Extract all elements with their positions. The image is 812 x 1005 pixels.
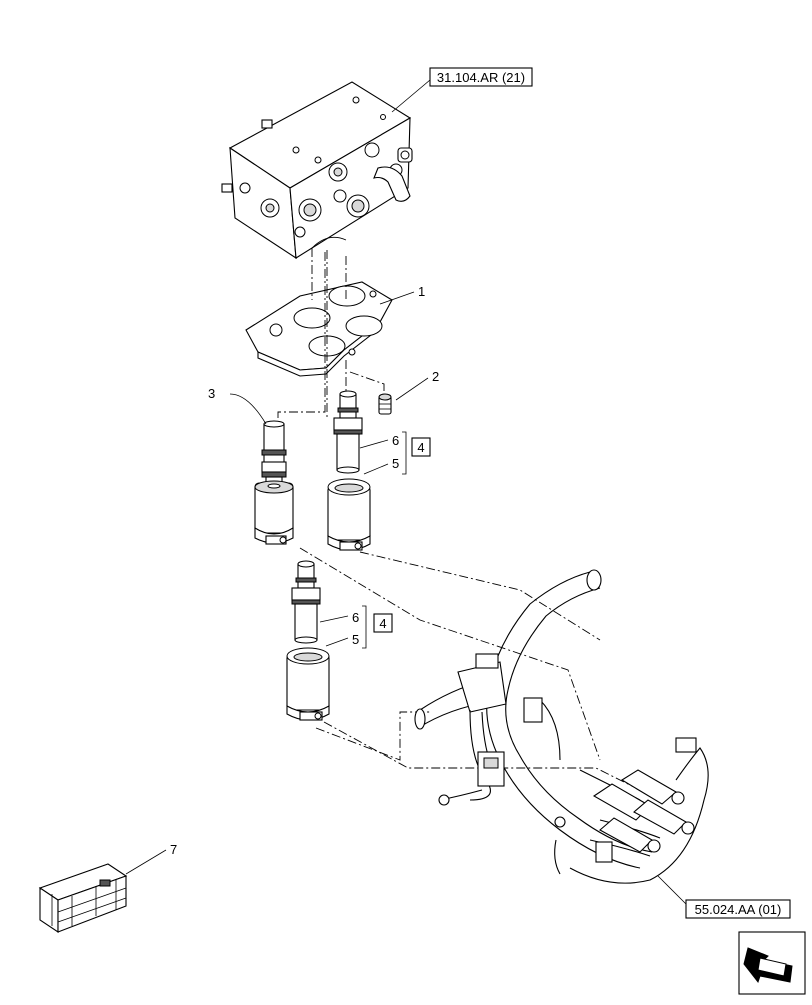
top-reference-label: 31.104.AR (21) <box>437 70 525 85</box>
callout-4-lower: 4 <box>379 616 386 631</box>
callout-7: 7 <box>170 842 177 857</box>
cartridge-6-upper <box>333 390 363 474</box>
callout-5-lower: 5 <box>352 632 359 647</box>
callout-6-lower: 6 <box>352 610 359 625</box>
coil-5-lower <box>286 647 330 721</box>
callout-1: 1 <box>418 284 425 299</box>
callout-3: 3 <box>208 386 215 401</box>
cartridge-6-lower <box>291 560 321 644</box>
coil-5-upper <box>327 478 371 551</box>
screw <box>378 393 392 415</box>
kit-box-4-upper <box>411 437 431 457</box>
callout-6-upper: 6 <box>392 433 399 448</box>
top-reference-box <box>429 67 533 87</box>
callout-5-upper: 5 <box>392 456 399 471</box>
callout-4-upper: 4 <box>417 440 424 455</box>
crate-kit-icon <box>38 863 128 934</box>
callout-2: 2 <box>432 369 439 384</box>
wiring-harness <box>414 569 709 884</box>
gasket-plate <box>245 281 393 377</box>
kit-box-4-lower <box>373 613 393 633</box>
bottom-reference-label: 55.024.AA (01) <box>695 902 782 917</box>
solenoid-valve-3 <box>254 420 294 545</box>
bottom-reference-box <box>685 899 791 919</box>
valve-block <box>221 81 413 260</box>
arrow-direction-icon <box>738 931 806 995</box>
